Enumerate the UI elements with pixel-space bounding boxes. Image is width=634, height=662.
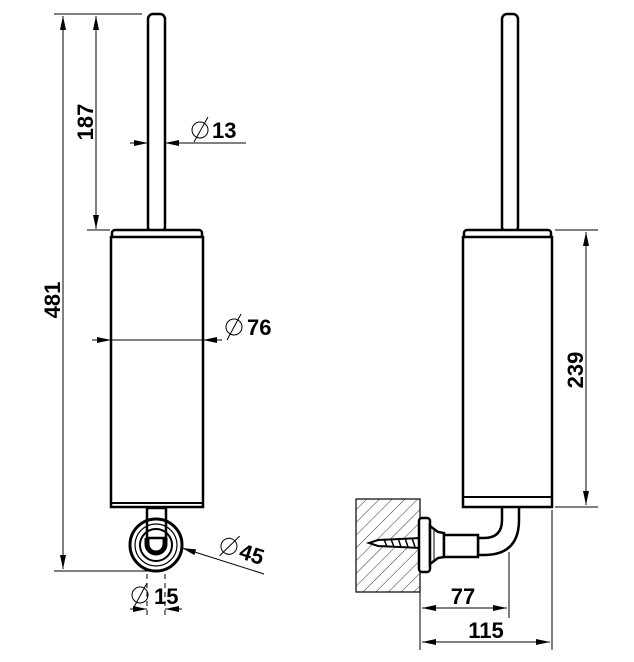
dim-15: 15 xyxy=(131,582,178,609)
front-dimensions xyxy=(54,13,265,618)
bend-arm xyxy=(476,508,521,557)
dim-label-total-height: 481 xyxy=(40,282,65,319)
side-holder-body xyxy=(461,235,554,509)
side-view xyxy=(355,12,554,593)
diameter-symbol-icon xyxy=(191,116,209,143)
wall-flange xyxy=(417,516,432,574)
dim-45: 45 xyxy=(219,535,267,570)
dim-label-projection-bend: 77 xyxy=(451,584,475,609)
brush-handle-rod xyxy=(146,12,167,234)
dim-187: 187 xyxy=(73,104,98,141)
side-handle-rod xyxy=(500,12,520,234)
dim-label-body-height: 239 xyxy=(563,352,588,389)
dim-76: 76 xyxy=(225,313,271,341)
dim-label-base-inner-diameter: 15 xyxy=(154,584,178,609)
diameter-symbol-icon xyxy=(225,313,243,341)
dim-label-base-diameter: 45 xyxy=(236,539,267,570)
front-view xyxy=(109,12,205,573)
diameter-symbol-icon xyxy=(219,535,240,557)
dim-label-body-diameter: 76 xyxy=(247,315,271,340)
holder-body xyxy=(109,235,205,509)
diameter-symbol-icon xyxy=(131,582,149,608)
side-dimensions xyxy=(419,229,598,650)
dim-label-rod-diameter: 13 xyxy=(212,118,236,143)
dim-label-projection-total: 115 xyxy=(468,618,504,643)
lower-rod xyxy=(145,506,168,540)
dim-481: 481 xyxy=(40,282,65,319)
arm-sleeve xyxy=(442,533,480,559)
dim-label-rod-length: 187 xyxy=(73,104,98,141)
dim-13: 13 xyxy=(191,116,236,143)
